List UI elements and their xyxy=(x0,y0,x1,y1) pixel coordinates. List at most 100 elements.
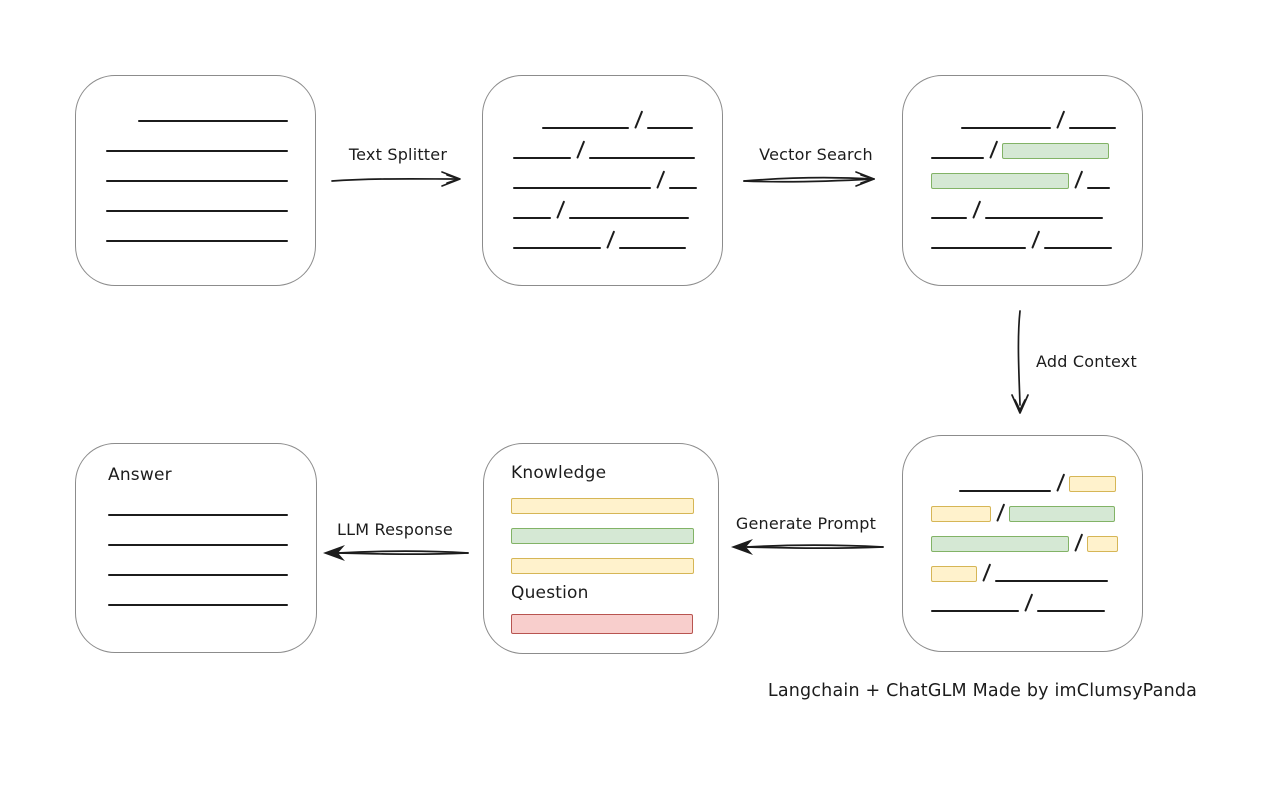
text-fragment-row xyxy=(106,122,315,152)
text-line xyxy=(108,604,288,606)
arrow-llm-response: LLM Response xyxy=(320,519,470,565)
text-line xyxy=(106,180,288,182)
yellow-highlight-chip xyxy=(1087,536,1118,552)
slash-separator xyxy=(982,563,992,582)
text-fragment-row xyxy=(106,182,315,212)
text-fragment-row xyxy=(931,99,1142,129)
text-line xyxy=(108,514,288,516)
vector-search-results-node xyxy=(902,75,1143,286)
text-fragment-row xyxy=(931,552,1142,582)
arrow-label-vector-search: Vector Search xyxy=(759,145,873,164)
slash-separator xyxy=(1074,170,1084,189)
answer-lines xyxy=(108,486,316,606)
slash-separator xyxy=(989,140,999,159)
slash-separator xyxy=(1074,533,1084,552)
text-line xyxy=(931,610,1019,612)
arrow-label-text-splitter: Text Splitter xyxy=(348,145,448,164)
arrow-text-splitter: Text Splitter xyxy=(330,144,466,192)
slash-separator xyxy=(606,230,616,249)
slash-separator xyxy=(1024,593,1034,612)
arrow-right-icon xyxy=(331,171,461,187)
text-fragment-row xyxy=(931,189,1142,219)
question-bar xyxy=(511,604,718,634)
text-fragment-row xyxy=(513,99,722,129)
green-highlight-chip xyxy=(1002,143,1109,159)
knowledge-bars xyxy=(511,484,718,574)
text-fragment-row xyxy=(511,604,718,634)
text-line xyxy=(138,120,288,122)
text-line xyxy=(513,157,571,159)
text-fragment-row xyxy=(511,514,718,544)
text-line xyxy=(1037,610,1105,612)
credit-caption: Langchain + ChatGLM Made by imClumsyPand… xyxy=(767,681,1198,701)
text-fragment-row xyxy=(931,159,1142,189)
text-line xyxy=(569,217,689,219)
text-fragment-row xyxy=(108,546,316,576)
text-fragment-row xyxy=(931,582,1142,612)
yellow-highlight-chip xyxy=(511,498,694,514)
text-fragment-row xyxy=(106,92,315,122)
text-fragment-row xyxy=(106,212,315,242)
arrow-label-generate-prompt: Generate Prompt xyxy=(735,514,877,533)
red-highlight-chip xyxy=(511,614,693,634)
arrow-left-icon xyxy=(731,539,884,555)
text-line xyxy=(931,157,984,159)
text-line xyxy=(931,247,1026,249)
text-fragment-row xyxy=(106,152,315,182)
knowledge-label: Knowledge xyxy=(511,463,607,483)
yellow-highlight-chip xyxy=(511,558,694,574)
slash-separator xyxy=(576,140,586,159)
text-fragment-row xyxy=(513,129,722,159)
arrow-vector-search: Vector Search xyxy=(742,144,890,192)
slash-separator xyxy=(1031,230,1041,249)
arrow-down-icon xyxy=(1011,310,1029,414)
arrow-label-add-context: Add Context xyxy=(1036,352,1137,371)
prompt-node: Knowledge Question xyxy=(483,443,719,654)
context-node xyxy=(902,435,1143,652)
green-highlight-chip xyxy=(931,173,1069,189)
text-fragment-row xyxy=(931,462,1142,492)
text-line xyxy=(1044,247,1112,249)
text-line xyxy=(589,157,695,159)
yellow-highlight-chip xyxy=(931,566,977,582)
slash-separator xyxy=(1056,110,1066,129)
yellow-highlight-chip xyxy=(1069,476,1116,492)
text-line xyxy=(106,240,288,242)
text-line xyxy=(108,574,288,576)
text-line xyxy=(106,210,288,212)
text-fragment-row xyxy=(511,484,718,514)
slash-separator xyxy=(656,170,666,189)
text-line xyxy=(513,187,651,189)
text-fragment-row xyxy=(108,486,316,516)
slash-separator xyxy=(634,110,644,129)
text-line xyxy=(1069,127,1116,129)
text-line xyxy=(669,187,697,189)
text-line xyxy=(647,127,693,129)
text-line xyxy=(542,127,629,129)
text-fragment-row xyxy=(108,516,316,546)
slash-separator xyxy=(996,503,1006,522)
text-line xyxy=(108,544,288,546)
arrow-label-llm-response: LLM Response xyxy=(337,520,453,539)
text-fragment-row xyxy=(513,219,722,249)
text-line xyxy=(513,217,551,219)
text-fragment-row xyxy=(931,129,1142,159)
split-text-node xyxy=(482,75,723,286)
slash-separator xyxy=(1056,473,1066,492)
text-line xyxy=(961,127,1051,129)
text-fragment-row xyxy=(513,189,722,219)
slash-separator xyxy=(972,200,982,219)
yellow-highlight-chip xyxy=(931,506,991,522)
question-label: Question xyxy=(511,583,589,603)
text-line xyxy=(931,217,967,219)
text-fragment-row xyxy=(931,522,1142,552)
arrow-right-icon xyxy=(743,171,875,187)
answer-label: Answer xyxy=(108,465,172,485)
text-line xyxy=(985,217,1103,219)
green-highlight-chip xyxy=(931,536,1069,552)
green-highlight-chip xyxy=(1009,506,1115,522)
text-fragment-row xyxy=(108,576,316,606)
text-line xyxy=(513,247,601,249)
text-line xyxy=(1087,187,1110,189)
